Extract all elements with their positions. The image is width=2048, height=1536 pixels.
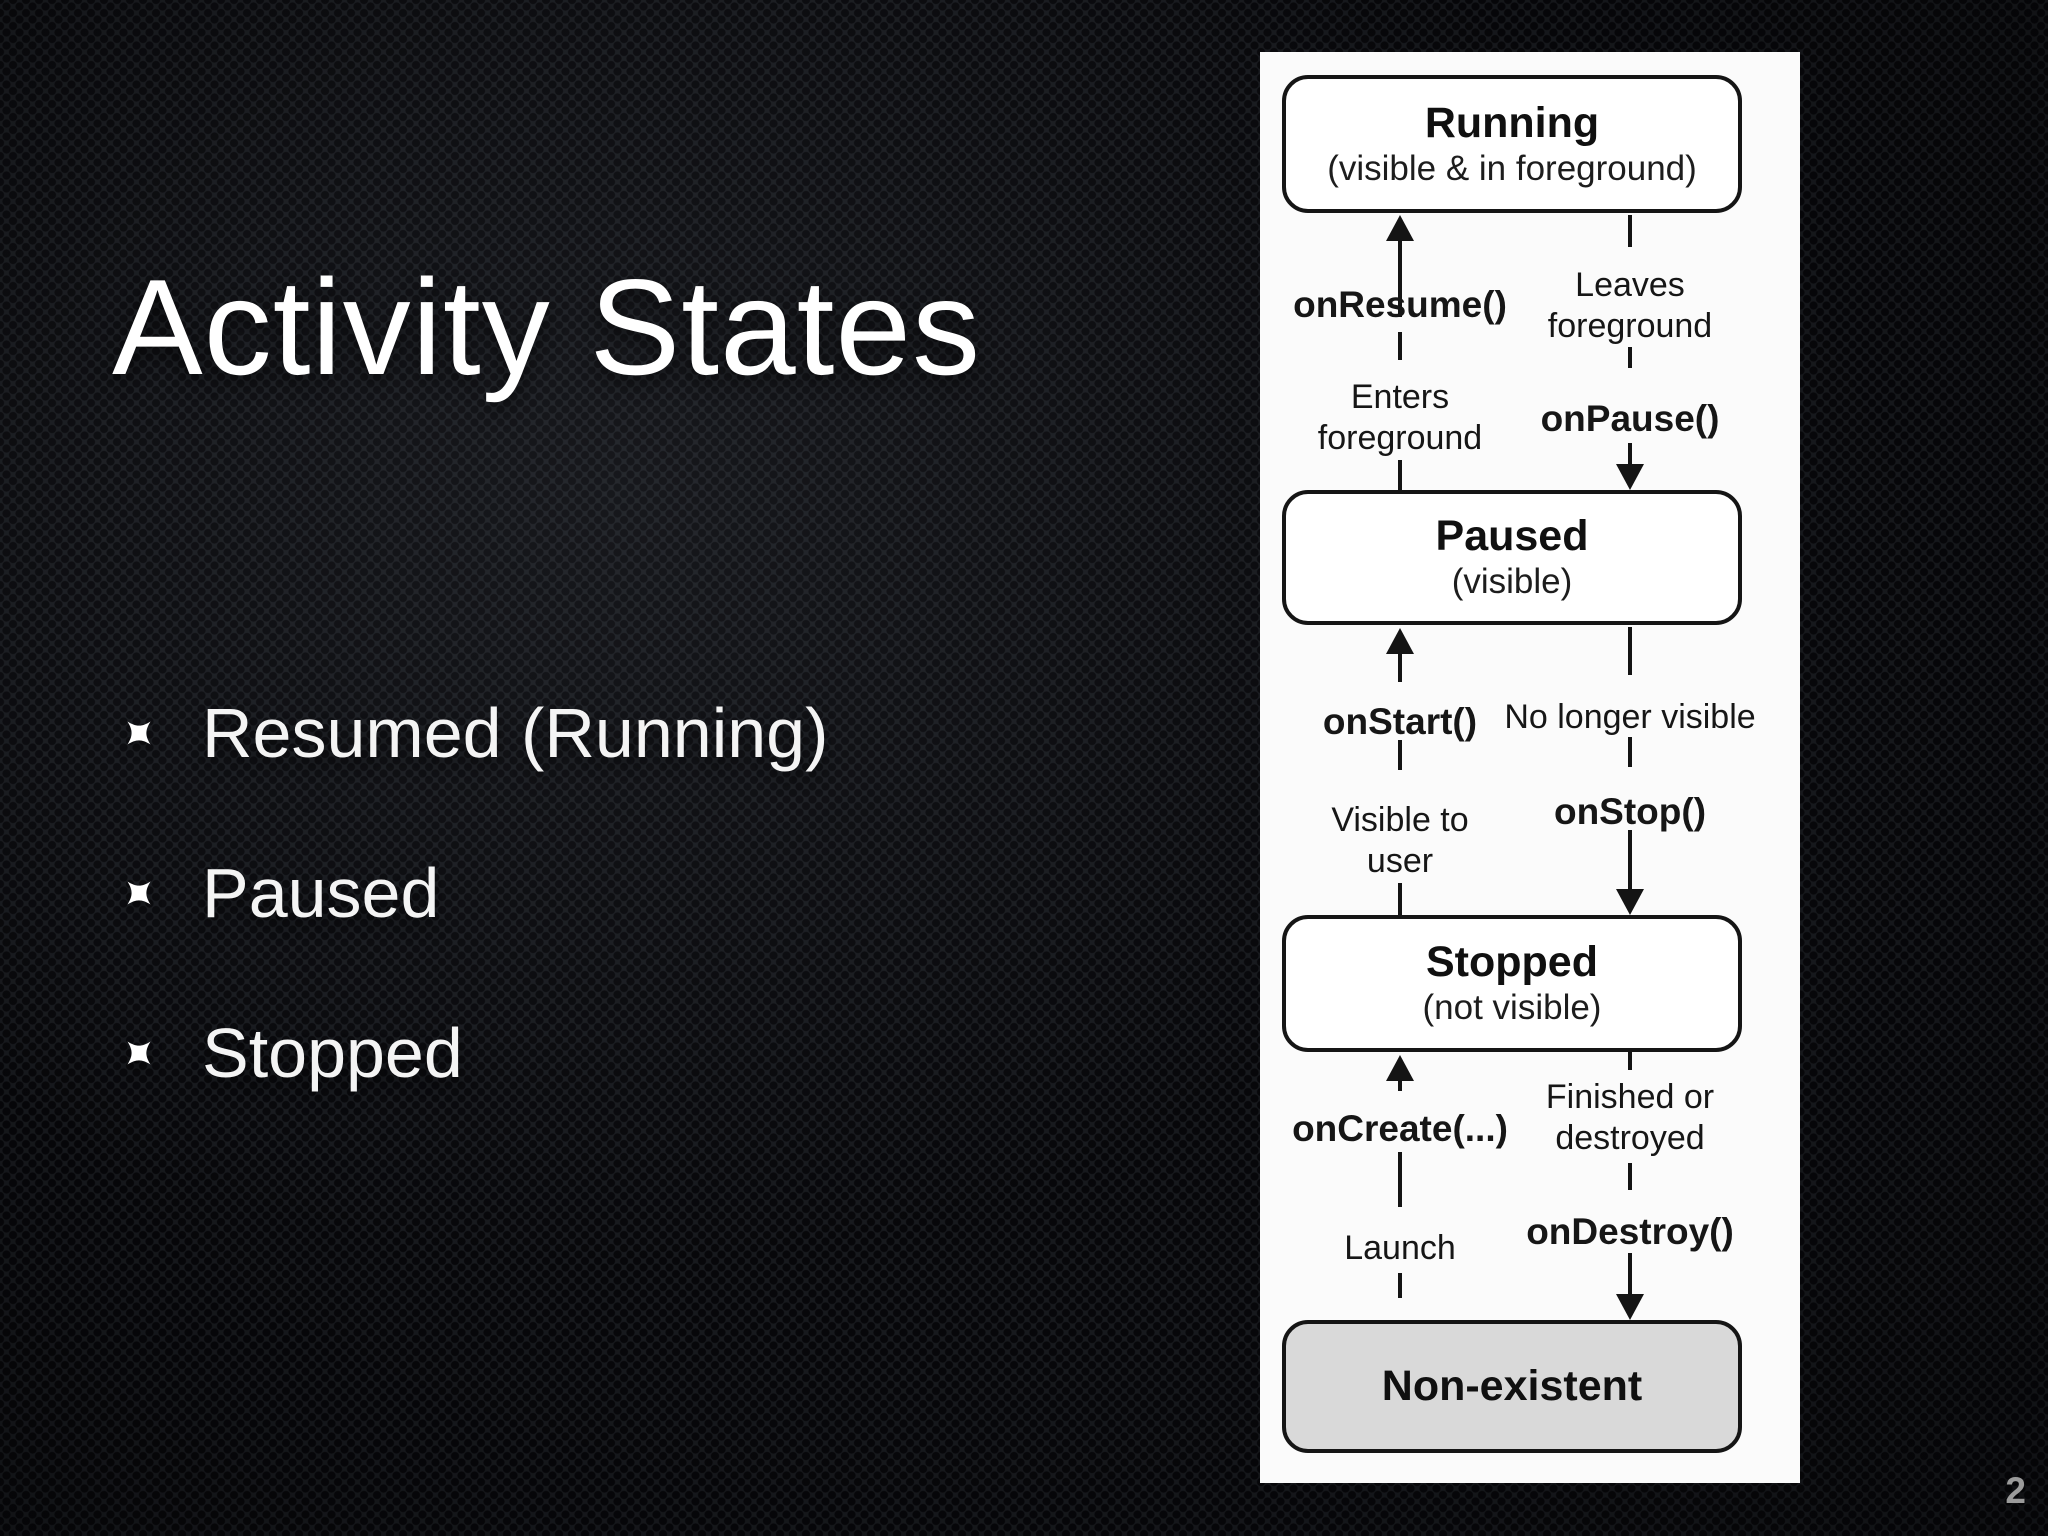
state-subtitle: (visible & in foreground) bbox=[1327, 148, 1697, 188]
arrow-down-to-stopped bbox=[1616, 889, 1644, 915]
connector-line bbox=[1628, 1253, 1632, 1294]
edge-label-onpause: onPause() bbox=[1540, 398, 1720, 439]
connector-line bbox=[1398, 883, 1402, 915]
connector-line bbox=[1628, 1052, 1632, 1070]
state-name: Running bbox=[1424, 98, 1600, 147]
state-box-nonexistent: Non-existent bbox=[1282, 1320, 1742, 1453]
edge-label-onstart: onStart() bbox=[1322, 701, 1478, 742]
connector-line bbox=[1628, 830, 1632, 889]
connector-dash bbox=[1628, 737, 1632, 767]
arrow-up-to-stopped bbox=[1386, 1055, 1414, 1081]
state-name: Non-existent bbox=[1381, 1361, 1643, 1410]
x-star-bullet-icon bbox=[122, 716, 156, 750]
connector-line bbox=[1398, 654, 1402, 682]
edge-label-launch: Launch bbox=[1344, 1229, 1456, 1267]
connector-dash bbox=[1398, 332, 1402, 360]
edge-label-visible-to-user: Visible to user bbox=[1331, 801, 1469, 880]
connector-dash bbox=[1398, 1273, 1402, 1298]
bullet-item-paused: Paused bbox=[122, 854, 828, 932]
connector-line bbox=[1398, 241, 1402, 317]
connector-dash bbox=[1398, 740, 1402, 770]
bullet-text: Paused bbox=[202, 854, 440, 932]
edge-label-oncreate: onCreate(...) bbox=[1292, 1108, 1508, 1149]
state-name: Stopped bbox=[1426, 938, 1598, 987]
connector-dash bbox=[1628, 1163, 1632, 1190]
connector-line bbox=[1628, 443, 1632, 464]
state-subtitle: (visible) bbox=[1451, 562, 1573, 602]
edge-label-finished-or-destroyed: Finished or destroyed bbox=[1545, 1078, 1715, 1157]
bullet-item-resumed: Resumed (Running) bbox=[122, 694, 828, 772]
edge-label-onresume: onResume() bbox=[1293, 284, 1507, 325]
bullet-text: Resumed (Running) bbox=[202, 694, 829, 772]
slide-title: Activity States bbox=[112, 251, 982, 404]
state-box-paused: Paused (visible) bbox=[1282, 490, 1742, 625]
connector-line bbox=[1398, 1081, 1402, 1091]
edge-label-enters-foreground: Enters foreground bbox=[1317, 378, 1483, 457]
lifecycle-diagram-panel: Running (visible & in foreground) Paused… bbox=[1260, 52, 1800, 1483]
connector-line bbox=[1398, 1152, 1402, 1207]
arrow-down-to-nonexistent bbox=[1616, 1294, 1644, 1320]
bullet-item-stopped: Stopped bbox=[122, 1014, 828, 1092]
state-box-running: Running (visible & in foreground) bbox=[1282, 75, 1742, 213]
connector-line bbox=[1628, 215, 1632, 247]
x-star-bullet-icon bbox=[122, 1036, 156, 1070]
connector-line bbox=[1398, 460, 1402, 490]
arrow-down-to-paused bbox=[1616, 464, 1644, 490]
edge-label-onstop: onStop() bbox=[1553, 791, 1707, 832]
state-box-stopped: Stopped (not visible) bbox=[1282, 915, 1742, 1052]
x-star-bullet-icon bbox=[122, 876, 156, 910]
edge-label-no-longer-visible: No longer visible bbox=[1504, 698, 1756, 736]
connector-dash bbox=[1628, 347, 1632, 368]
connector-line bbox=[1628, 627, 1632, 675]
edge-label-leaves-foreground: Leaves foreground bbox=[1547, 266, 1713, 345]
edge-label-ondestroy: onDestroy() bbox=[1526, 1211, 1734, 1252]
state-name: Paused bbox=[1435, 512, 1589, 561]
bullet-text: Stopped bbox=[202, 1014, 463, 1092]
state-subtitle: (not visible) bbox=[1422, 988, 1602, 1028]
arrow-up-to-running bbox=[1386, 215, 1414, 241]
bullet-list: Resumed (Running) Paused Stopped bbox=[122, 694, 828, 1174]
arrow-up-to-paused bbox=[1386, 628, 1414, 654]
page-number: 2 bbox=[2005, 1470, 2026, 1511]
